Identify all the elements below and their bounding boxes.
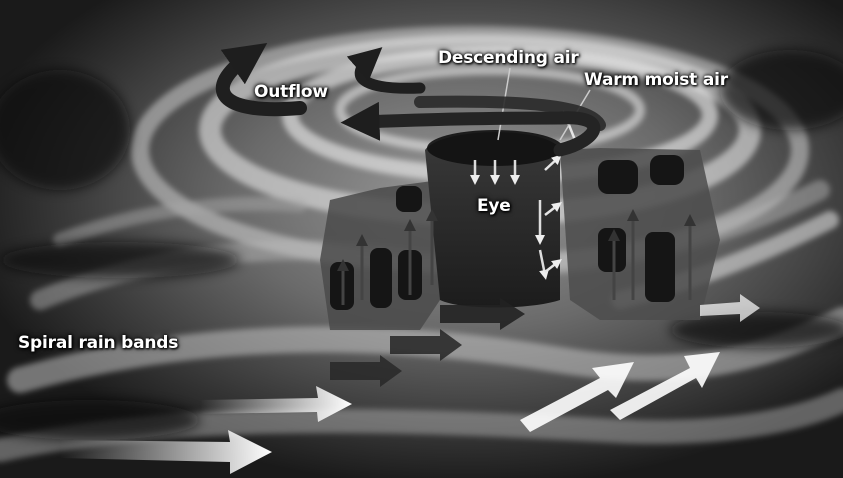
outflow-label: Outflow bbox=[254, 82, 328, 102]
descending-air-label: Descending air bbox=[438, 48, 579, 68]
warm-moist-air-label: Warm moist air bbox=[584, 70, 728, 90]
eye-label: Eye bbox=[477, 196, 511, 216]
spiral-rain-bands-label: Spiral rain bands bbox=[18, 333, 178, 353]
